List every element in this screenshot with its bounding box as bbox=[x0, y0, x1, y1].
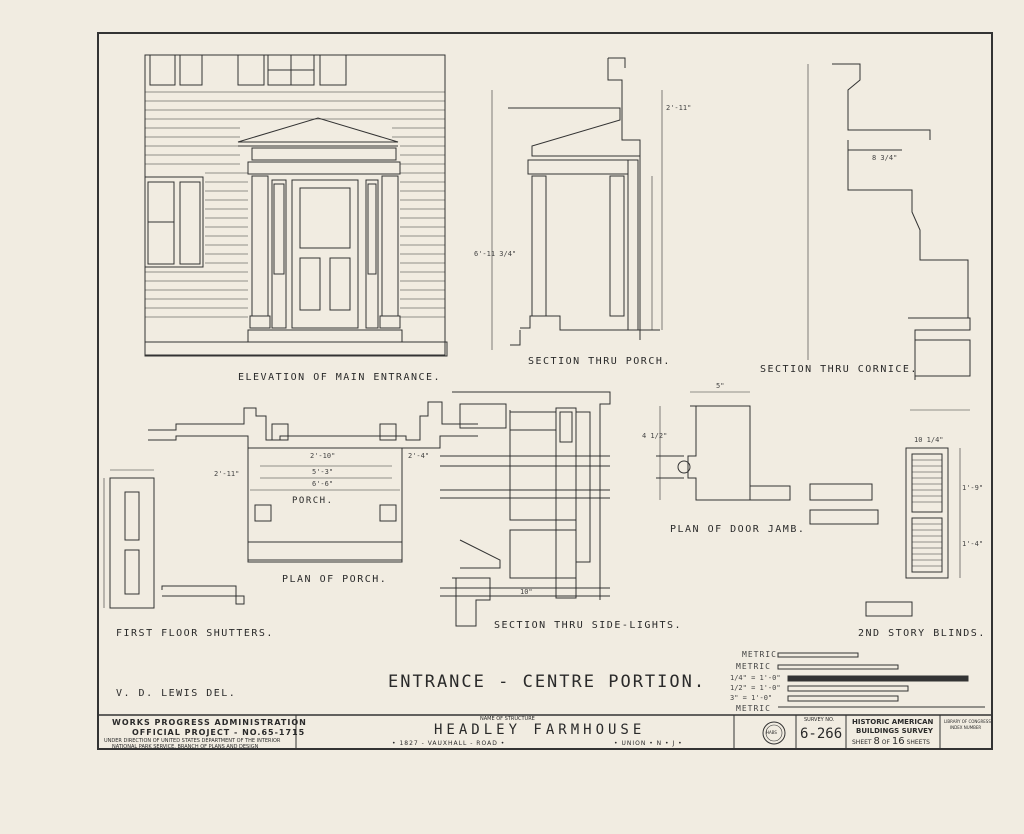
structure-name: HEADLEY FARMHOUSE bbox=[434, 722, 646, 738]
title-block-frame bbox=[97, 714, 993, 750]
scale-label-metric-1: METRIC bbox=[742, 650, 777, 659]
scale-label-quarter: 1/4" = 1'-0" bbox=[730, 674, 781, 682]
name-caption: NAME OF STRUCTURE bbox=[480, 716, 535, 722]
plan-door-jamb-title: PLAN OF DOOR JAMB. bbox=[670, 524, 806, 535]
sheet-word: SHEET bbox=[852, 739, 872, 746]
sheets-word: SHEETS bbox=[906, 739, 930, 746]
plan-of-door-jamb bbox=[656, 391, 879, 525]
dim-cornice-8: 8 3/4" bbox=[872, 154, 898, 162]
section-side-lights-title: SECTION THRU SIDE-LIGHTS. bbox=[494, 620, 683, 631]
habs-line-2: BUILDINGS SURVEY bbox=[856, 727, 933, 735]
delineator: V. D. LEWIS DEL. bbox=[116, 688, 237, 699]
dim-section-2-11: 2'-11" bbox=[666, 104, 692, 112]
sheet-count: SHEET 8 OF 16 SHEETS bbox=[852, 736, 930, 747]
elevation-title: ELEVATION OF MAIN ENTRANCE. bbox=[238, 372, 442, 383]
plan-of-porch bbox=[148, 401, 478, 563]
dim-blinds-10: 10 1/4" bbox=[914, 436, 944, 444]
scale-label-three: 3" = 1'-0" bbox=[730, 694, 773, 702]
wpa-line-2: OFFICIAL PROJECT - NO.65-1715 bbox=[132, 728, 306, 737]
sheet-border bbox=[97, 32, 993, 750]
scale-label-metric-3: METRIC bbox=[736, 704, 771, 713]
scale-label-metric-2: METRIC bbox=[736, 662, 771, 671]
section-porch-title: SECTION THRU PORCH. bbox=[528, 356, 671, 367]
second-story-blinds-title: 2ND STORY BLINDS. bbox=[858, 628, 986, 639]
graphic-scales bbox=[777, 652, 985, 708]
dim-sidelight-10: 10" bbox=[520, 588, 533, 596]
first-floor-shutters-title: FIRST FLOOR SHUTTERS. bbox=[116, 628, 274, 639]
porch-label: PORCH. bbox=[292, 496, 334, 506]
seal-text: HABS bbox=[766, 730, 777, 735]
second-story-blinds bbox=[865, 447, 961, 617]
section-cornice-title: SECTION THRU CORNICE. bbox=[760, 364, 918, 375]
habs-seal bbox=[762, 721, 786, 745]
dim-jamb-5: 5" bbox=[716, 382, 725, 390]
dim-blinds-1-9: 1'-9" bbox=[962, 484, 984, 492]
library-line-1: LIBRARY OF CONGRESS bbox=[944, 719, 991, 724]
sheet-total: 16 bbox=[891, 736, 905, 747]
elevation-main-entrance bbox=[144, 54, 448, 357]
first-floor-shutters bbox=[103, 469, 245, 609]
library-line-2: INDEX NUMBER bbox=[950, 725, 982, 730]
dim-blinds-1-4: 1'-4" bbox=[962, 540, 984, 548]
dim-porch-2-10: 2'-10" bbox=[310, 452, 336, 460]
wpa-line-4: NATIONAL PARK SERVICE, BRANCH OF PLANS A… bbox=[112, 744, 259, 750]
section-thru-side-lights bbox=[440, 391, 611, 627]
of-word: OF bbox=[881, 739, 890, 746]
survey-caption: SURVEY NO. bbox=[804, 717, 835, 723]
wpa-line-1: WORKS PROGRESS ADMINISTRATION bbox=[112, 718, 307, 727]
section-thru-cornice bbox=[807, 63, 971, 411]
habs-line-1: HISTORIC AMERICAN bbox=[852, 718, 934, 726]
dim-section-6-11: 6'-11 3/4" bbox=[474, 250, 517, 258]
survey-number: 6-266 bbox=[800, 726, 843, 742]
scale-label-half: 1/2" = 1'-0" bbox=[730, 684, 781, 692]
dim-porch-6-6: 6'-6" bbox=[312, 480, 334, 488]
wpa-line-3: UNDER DIRECTION OF UNITED STATES DEPARTM… bbox=[104, 738, 281, 744]
dim-porch-5-3: 5'-3" bbox=[312, 468, 334, 476]
dim-jamb-4: 4 1/2" bbox=[642, 432, 668, 440]
plan-porch-title: PLAN OF PORCH. bbox=[282, 574, 388, 585]
section-thru-porch bbox=[491, 57, 663, 350]
structure-location: • UNION • N • J • bbox=[614, 740, 683, 747]
sheet-number: 8 bbox=[873, 736, 880, 747]
dim-porch-2-11: 2'-11" bbox=[214, 470, 240, 478]
dim-porch-2-4: 2'-4" bbox=[408, 452, 430, 460]
structure-address: • 1827 - VAUXHALL - ROAD • bbox=[392, 740, 506, 747]
main-title: ENTRANCE - CENTRE PORTION. bbox=[388, 672, 707, 692]
